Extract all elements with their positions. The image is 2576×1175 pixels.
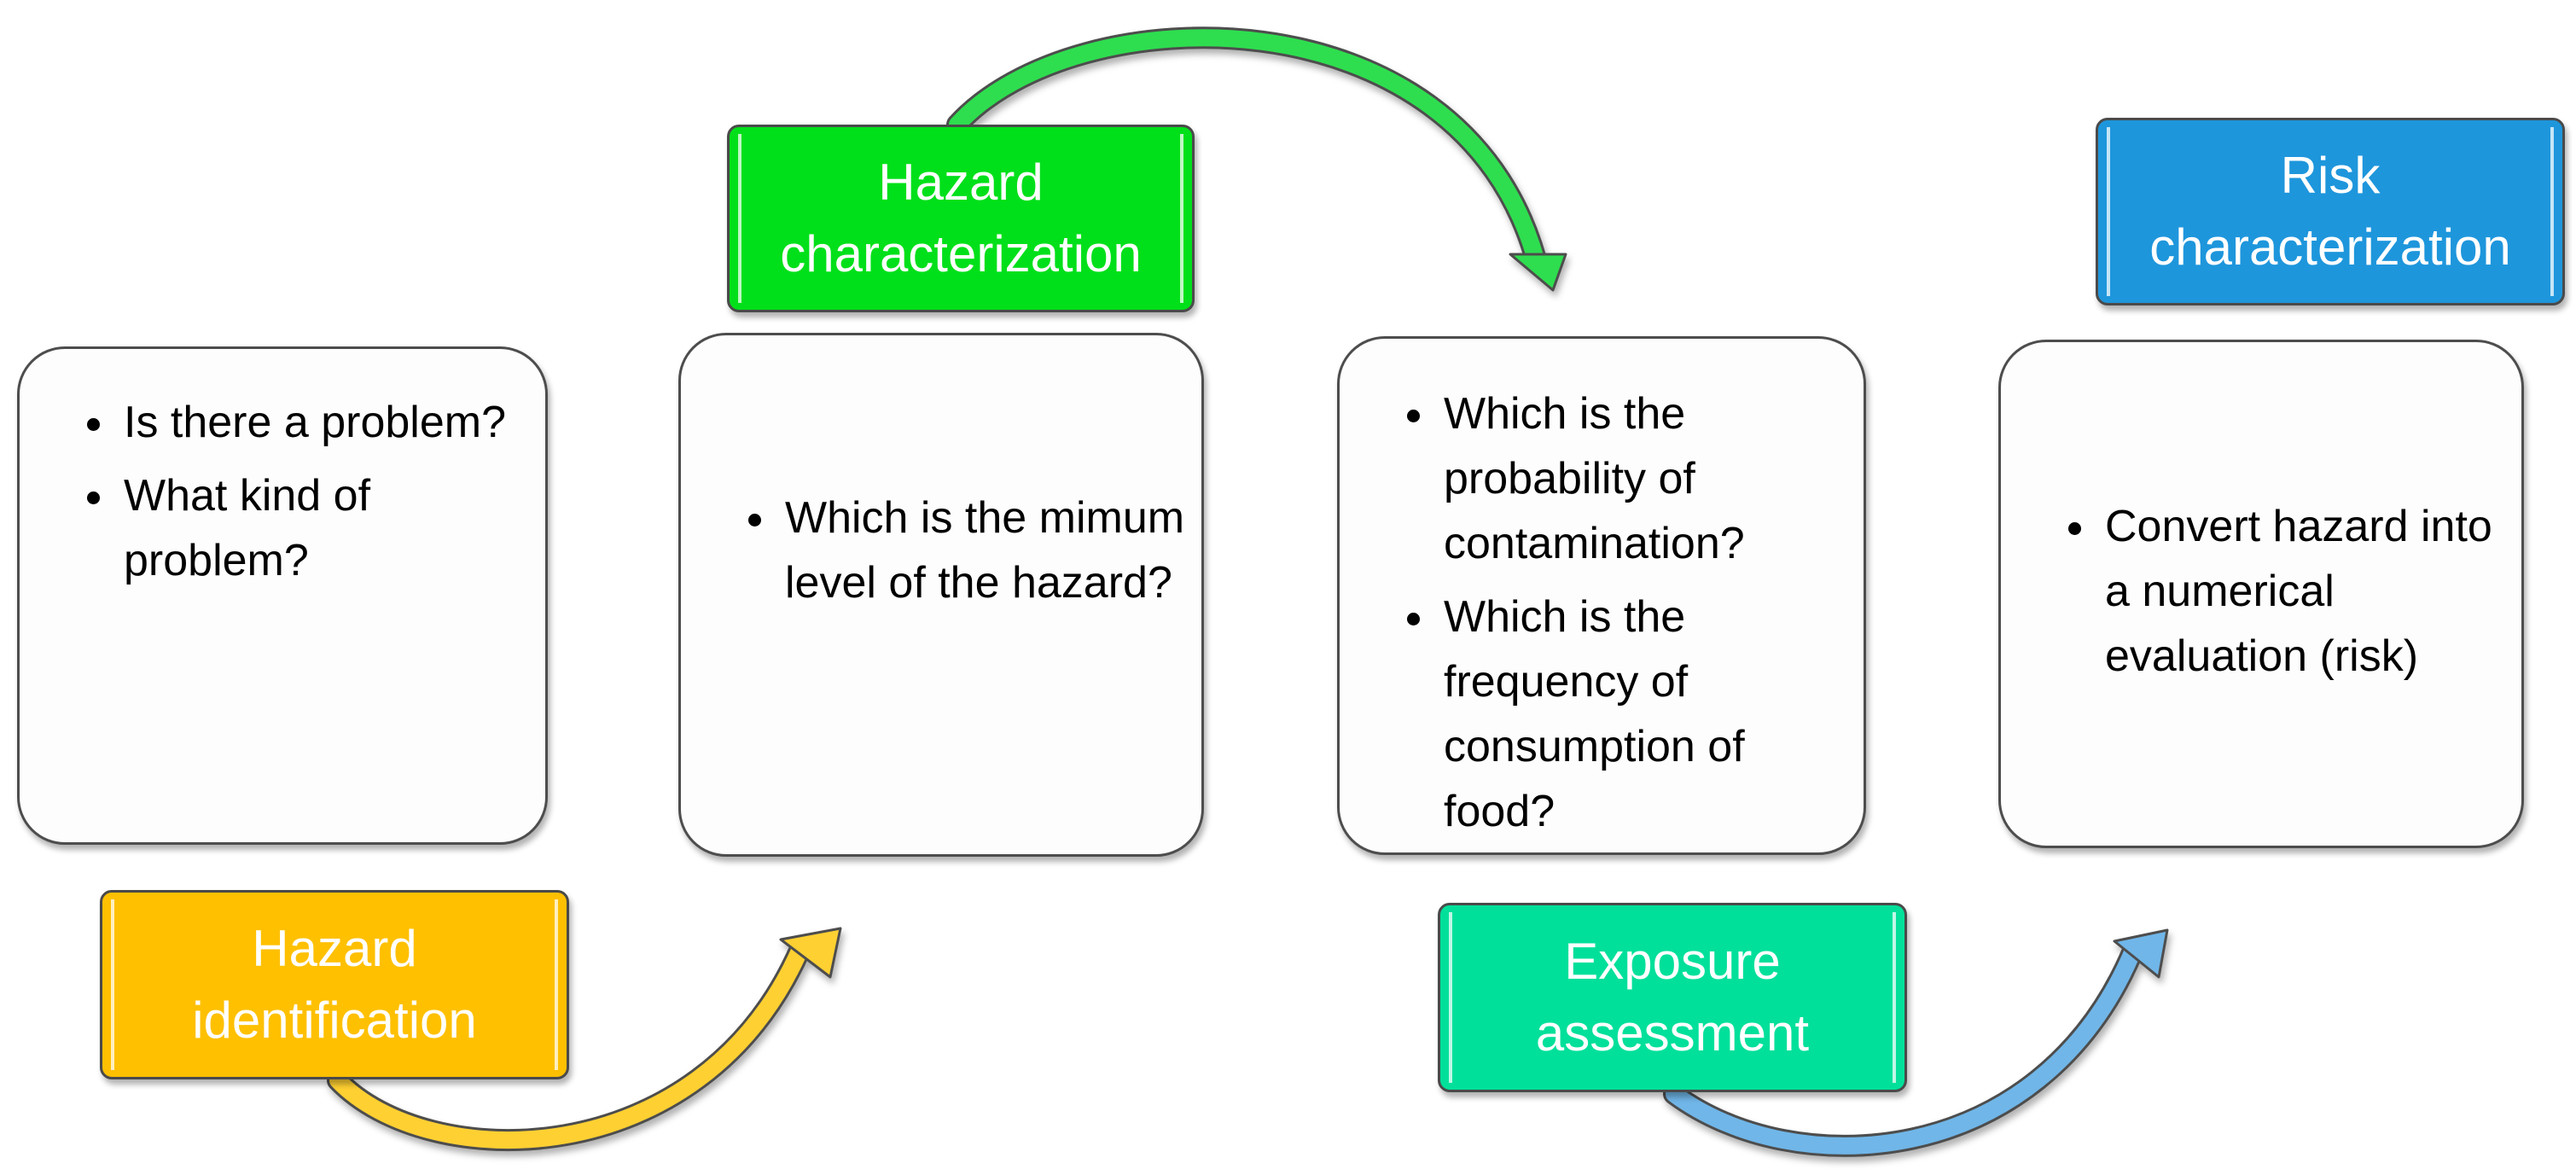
label-risk-characterization: Risk characterization <box>2096 118 2565 305</box>
question-list: Which is the mimum level of the hazard? <box>681 486 1189 615</box>
question-list: Which is the probability of contaminatio… <box>1340 381 1840 844</box>
question-item: Convert hazard into a numerical evaluati… <box>2100 494 2501 689</box>
label-text: Hazard characterization <box>780 154 1142 282</box>
question-list: Convert hazard into a numerical evaluati… <box>2001 494 2501 689</box>
stage-card-risk-characterization: Convert hazard into a numerical evaluati… <box>1998 340 2524 848</box>
stage-card-exposure-assessment: Which is the probability of contaminatio… <box>1337 336 1866 855</box>
question-list: Is there a problem? What kind of problem… <box>20 390 520 593</box>
stage-card-hazard-characterization: Which is the mimum level of the hazard? <box>678 333 1204 857</box>
question-item: Which is the probability of contaminatio… <box>1439 381 1840 576</box>
label-text: Risk characterization <box>2149 147 2511 276</box>
question-item: What kind of problem? <box>119 463 520 593</box>
label-text: Hazard identification <box>192 920 477 1049</box>
stage-card-hazard-identification: Is there a problem? What kind of problem… <box>17 346 548 845</box>
question-item: Which is the frequency of consumption of… <box>1439 585 1840 844</box>
label-exposure-assessment: Exposure assessment <box>1438 903 1907 1092</box>
curved-arrow-down-icon <box>946 26 1567 292</box>
question-item: Which is the mimum level of the hazard? <box>780 486 1189 615</box>
label-hazard-characterization: Hazard characterization <box>727 125 1195 312</box>
curved-arrow-up-icon <box>1663 928 2169 1157</box>
label-text: Exposure assessment <box>1535 933 1810 1062</box>
curved-arrow-up-icon <box>327 927 842 1152</box>
label-hazard-identification: Hazard identification <box>100 890 569 1079</box>
question-item: Is there a problem? <box>119 390 520 455</box>
